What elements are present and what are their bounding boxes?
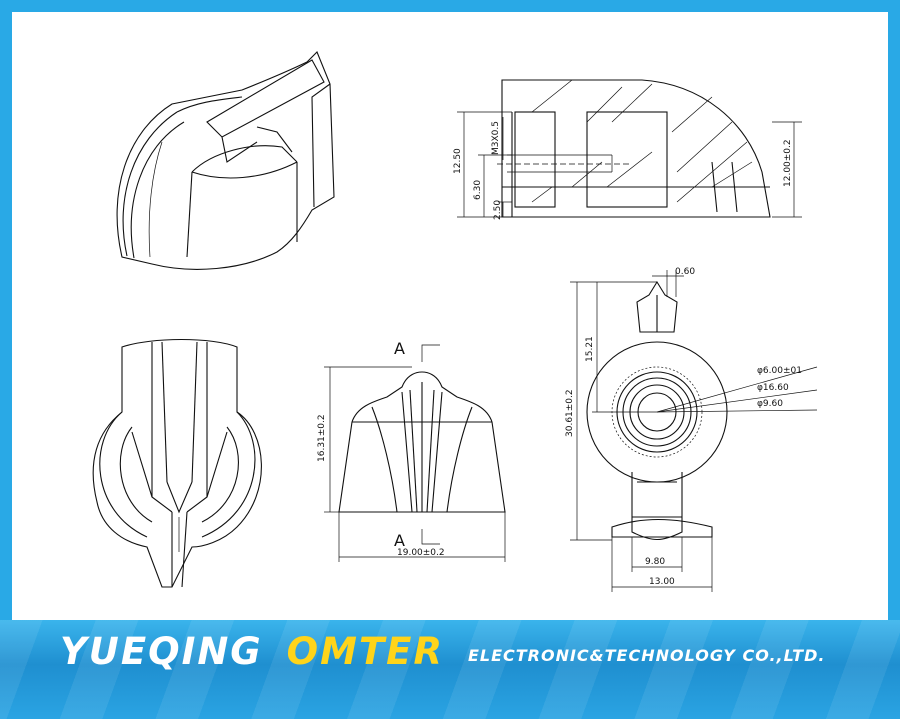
label-dia-6-00: φ6.00±01 — [757, 366, 802, 376]
technical-drawing: M3X0.5 12.50 6.30 2.50 12.00±0.2 — [92, 51, 818, 592]
label-dia-9-60: φ9.60 — [757, 399, 783, 409]
banner-stripes — [0, 620, 900, 719]
company-tagline: ELECTRONIC&TECHNOLOGY CO.,LTD. — [467, 645, 826, 665]
section-a-bottom: A — [394, 531, 405, 550]
section-view: M3X0.5 12.50 6.30 2.50 12.00±0.2 — [453, 79, 802, 220]
top-view: 0.60 15.21 30.61±0.2 φ6.00±01 φ16.60 φ9.… — [565, 267, 818, 592]
label-30-61: 30.61±0.2 — [565, 389, 575, 437]
label-2-50: 2.50 — [493, 200, 503, 220]
label-16-31: 16.31±0.2 — [317, 414, 327, 462]
label-12-50: 12.50 — [453, 148, 463, 174]
label-15-21: 15.21 — [585, 336, 595, 362]
drawing-sheet: M3X0.5 12.50 6.30 2.50 12.00±0.2 — [12, 12, 888, 620]
front-view — [92, 339, 262, 588]
brand-name: OMTER — [286, 629, 444, 673]
label-9-80: 9.80 — [645, 557, 665, 567]
label-dia-16-60: φ16.60 — [757, 383, 789, 393]
company-name: YUEQING — [60, 629, 263, 673]
section-a-top: A — [394, 339, 405, 358]
side-view: A A 16.31±0.2 19.00±0.2 — [317, 339, 506, 562]
label-19-00: 19.00±0.2 — [397, 548, 445, 558]
company-banner: YUEQING OMTER ELECTRONIC&TECHNOLOGY CO.,… — [0, 620, 900, 719]
label-0-60: 0.60 — [675, 267, 695, 277]
isometric-knob-view — [116, 51, 335, 270]
label-m3: M3X0.5 — [491, 121, 501, 155]
label-12-00: 12.00±0.2 — [783, 139, 793, 187]
label-6-30: 6.30 — [473, 180, 483, 200]
brand-line: YUEQING OMTER ELECTRONIC&TECHNOLOGY CO.,… — [60, 620, 825, 682]
label-13-00: 13.00 — [649, 577, 675, 587]
